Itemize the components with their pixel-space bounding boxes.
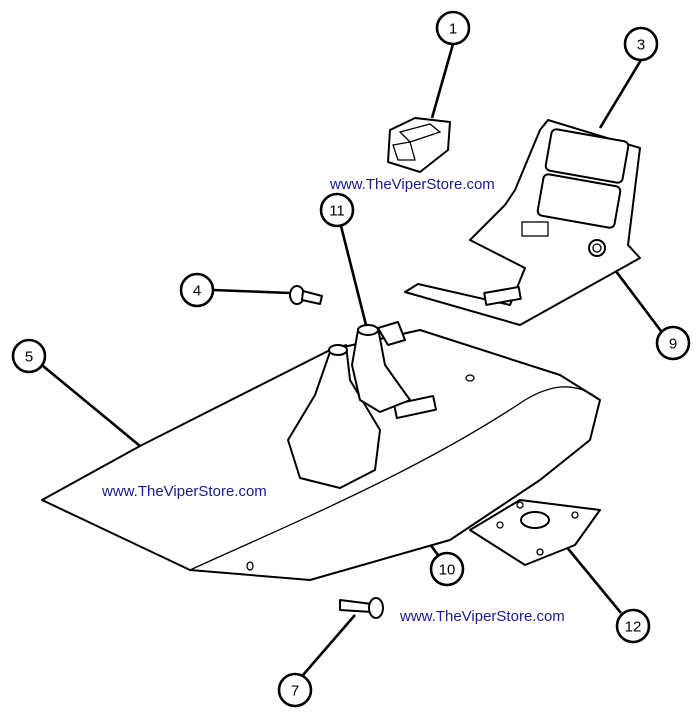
callout-label: 3 bbox=[637, 37, 645, 54]
watermark-text: www.TheViperStore.com bbox=[400, 608, 565, 625]
callout-12: 12 bbox=[615, 608, 651, 644]
watermark-text: www.TheViperStore.com bbox=[330, 176, 495, 193]
watermark-text: www.TheViperStore.com bbox=[102, 483, 267, 500]
callout-10: 10 bbox=[429, 551, 465, 587]
lever-boot-part bbox=[351, 321, 411, 413]
bezel-part bbox=[404, 119, 641, 326]
callout-5: 5 bbox=[11, 338, 47, 374]
callout-1: 1 bbox=[435, 10, 471, 46]
callout-3: 3 bbox=[623, 26, 659, 62]
callout-11: 11 bbox=[319, 192, 355, 228]
screw-part-7 bbox=[339, 597, 384, 619]
callout-label: 5 bbox=[25, 349, 33, 366]
callout-label: 7 bbox=[291, 683, 299, 700]
callout-label: 12 bbox=[625, 619, 642, 636]
callout-label: 4 bbox=[193, 283, 201, 300]
screw-part-4 bbox=[289, 285, 323, 305]
callout-label: 1 bbox=[449, 21, 457, 38]
callout-7: 7 bbox=[277, 672, 313, 708]
callout-label: 10 bbox=[439, 562, 456, 579]
callout-4: 4 bbox=[179, 272, 215, 308]
callout-label: 9 bbox=[669, 336, 677, 353]
callout-9: 9 bbox=[655, 325, 691, 361]
shift-boot-part bbox=[287, 344, 381, 489]
switch-part bbox=[387, 117, 451, 173]
cover-plate-part bbox=[469, 499, 601, 566]
knob-part bbox=[588, 239, 606, 257]
callout-label: 11 bbox=[329, 203, 345, 220]
